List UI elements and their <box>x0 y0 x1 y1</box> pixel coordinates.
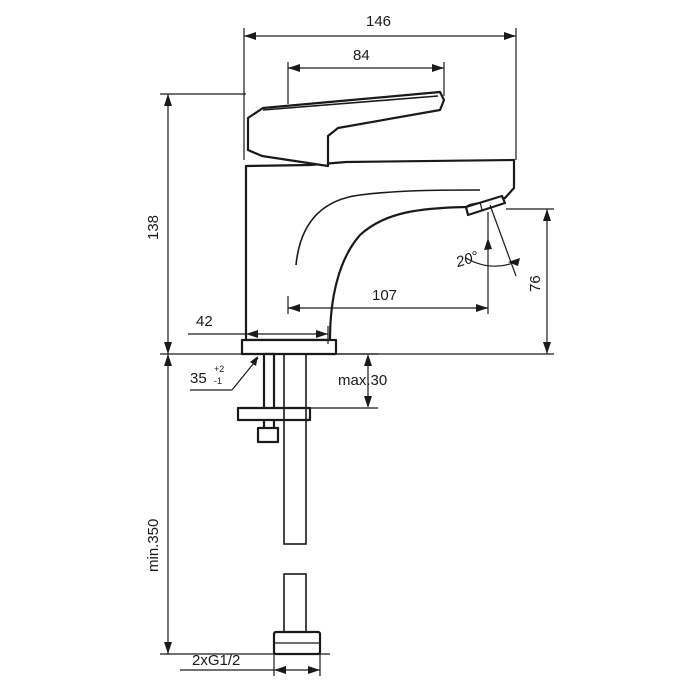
aerator <box>464 194 507 217</box>
label-84: 84 <box>353 47 370 64</box>
dim-20-arrow-l <box>484 238 492 250</box>
dim-350-arrow-t <box>164 354 172 366</box>
flexible-hose <box>283 353 307 545</box>
dim-42-arrow-r <box>316 330 328 338</box>
dimension-labels: 146 84 138 107 76 20° 42 35 +2 -1 max.30… <box>145 13 544 669</box>
dim-20-ray <box>489 204 517 277</box>
threaded-rod <box>262 352 276 436</box>
dim-42-arrow-l <box>246 330 258 338</box>
dim-138-arrow-b <box>164 342 172 354</box>
label-20-deg: 20° <box>453 248 481 271</box>
lever-handle <box>246 90 446 168</box>
dim-84-arrow-r <box>432 64 444 72</box>
aerator-line <box>479 201 483 211</box>
label-35-tol-plus: +2 <box>214 364 224 374</box>
faucet-body <box>240 90 516 356</box>
dim-g12-arrow-l <box>274 666 286 674</box>
dim-76-arrow-b <box>543 342 551 354</box>
dimension-lines <box>160 28 554 676</box>
hose-lower-end <box>283 573 307 633</box>
dim-107-arrow-l <box>288 304 300 312</box>
dim-76-arrow-t <box>543 209 551 221</box>
mounting-nut <box>256 426 280 444</box>
spout-inner-curve <box>295 189 481 266</box>
label-2xg12: 2xG1/2 <box>192 652 240 669</box>
mounting-plate <box>236 406 312 422</box>
mounting-assembly <box>236 352 322 656</box>
label-107: 107 <box>372 287 397 304</box>
base-plate <box>240 338 338 356</box>
label-min350: min.350 <box>145 519 162 572</box>
dim-30-arrow-b <box>364 396 372 408</box>
dim-35-arrow <box>250 356 258 366</box>
label-42: 42 <box>196 313 213 330</box>
lever-edge <box>262 95 439 111</box>
dim-138-arrow-t <box>164 94 172 106</box>
dim-107-arrow-r <box>476 304 488 312</box>
label-max30: max.30 <box>338 372 387 389</box>
dim-350-arrow-b <box>164 642 172 654</box>
label-138: 138 <box>145 215 162 240</box>
label-76: 76 <box>527 275 544 292</box>
dim-146-arrow-r <box>504 32 516 40</box>
dim-g12-arrow-r <box>308 666 320 674</box>
dim-20-arrow-r <box>508 258 520 266</box>
label-146: 146 <box>366 13 391 30</box>
dim-84-arrow-l <box>288 64 300 72</box>
dim-30-arrow-t <box>364 354 372 366</box>
label-35: 35 <box>190 370 207 387</box>
dim-146-arrow-l <box>244 32 256 40</box>
label-35-tol-minus: -1 <box>214 376 222 386</box>
